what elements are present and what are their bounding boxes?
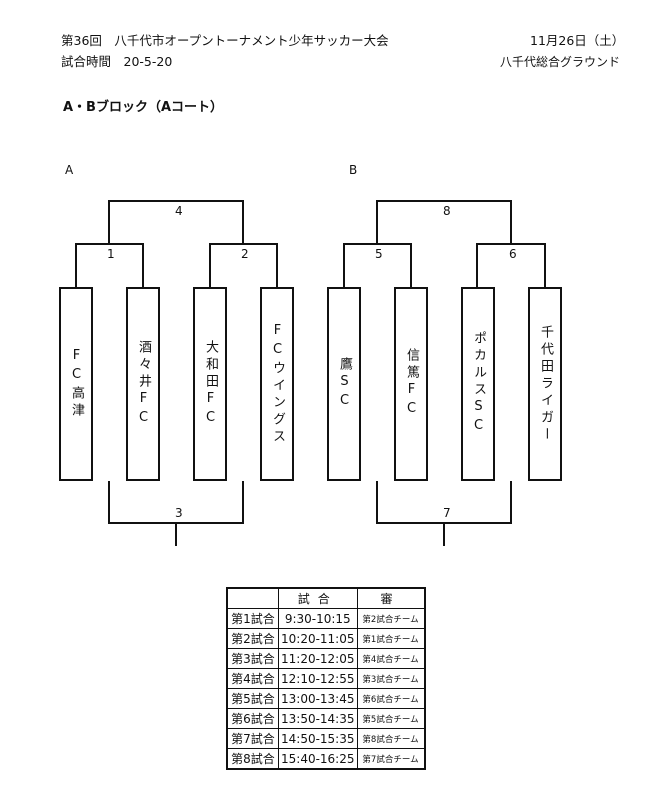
team-name: 千代田ライガー [538, 324, 553, 444]
event-date: 11月26日（土） [530, 33, 625, 48]
match-label: 第8試合 [226, 748, 279, 770]
team-name: 信篤FC [404, 348, 419, 420]
group-b-label: B [349, 163, 358, 177]
team-box: ポカルスSC [461, 287, 495, 481]
team-box: 鷹SC [327, 287, 361, 481]
team-name: 大和田FC [203, 339, 218, 429]
match-time-cell: 10:20-11:05 [278, 628, 358, 649]
match-number-8: 8 [440, 204, 454, 218]
referee-cell: 第2試合チーム [356, 608, 425, 629]
referee-cell: 第3試合チーム [356, 668, 425, 689]
header-referee: 審 [356, 587, 425, 609]
match-number-3: 3 [172, 506, 186, 520]
team-name: FC高津 [69, 348, 84, 420]
team-name: FCウイングス [270, 322, 285, 446]
header-blank [226, 587, 279, 609]
match-label: 第6試合 [226, 708, 279, 729]
match-label: 第4試合 [226, 668, 279, 689]
match-label: 第1試合 [226, 608, 279, 629]
referee-cell: 第7試合チーム [356, 748, 425, 770]
match-time-cell: 14:50-15:35 [278, 728, 358, 749]
team-box: 千代田ライガー [528, 287, 562, 481]
match-number-5: 5 [372, 247, 386, 261]
match-time: 試合時間 20-5-20 [61, 54, 173, 69]
match-label: 第3試合 [226, 648, 279, 669]
header-match: 試合 [278, 587, 358, 609]
block-title: A・Bブロック（Aコート） [63, 100, 224, 115]
match-label: 第5試合 [226, 688, 279, 709]
referee-cell: 第4試合チーム [356, 648, 425, 669]
match-number-6: 6 [506, 247, 520, 261]
match-time-cell: 11:20-12:05 [278, 648, 358, 669]
team-box: FC高津 [59, 287, 93, 481]
team-name: 鷹SC [337, 356, 352, 412]
match-number-2: 2 [238, 247, 252, 261]
tournament-title: 第36回 八千代市オープントーナメント少年サッカー大会 [61, 33, 389, 48]
team-name: ポカルスSC [471, 331, 486, 437]
team-box: 大和田FC [193, 287, 227, 481]
match-label: 第7試合 [226, 728, 279, 749]
venue: 八千代総合グラウンド [500, 55, 621, 69]
team-name: 酒々井FC [136, 339, 151, 429]
schedule-header-row: 試合 審 [226, 587, 425, 609]
referee-cell: 第8試合チーム [356, 728, 425, 749]
match-number-1: 1 [104, 247, 118, 261]
match-number-7: 7 [440, 506, 454, 520]
referee-cell: 第6試合チーム [356, 688, 425, 709]
match-time-cell: 13:50-14:35 [278, 708, 358, 729]
team-box: 信篤FC [394, 287, 428, 481]
match-time-cell: 15:40-16:25 [278, 748, 358, 770]
referee-cell: 第5試合チーム [356, 708, 425, 729]
group-a-label: A [65, 163, 74, 177]
match-time-cell: 12:10-12:55 [278, 668, 358, 689]
team-box: FCウイングス [260, 287, 294, 481]
match-time-cell: 9:30-10:15 [278, 608, 358, 629]
team-box: 酒々井FC [126, 287, 160, 481]
match-number-4: 4 [172, 204, 186, 218]
match-label: 第2試合 [226, 628, 279, 649]
referee-cell: 第1試合チーム [356, 628, 425, 649]
match-time-cell: 13:00-13:45 [278, 688, 358, 709]
